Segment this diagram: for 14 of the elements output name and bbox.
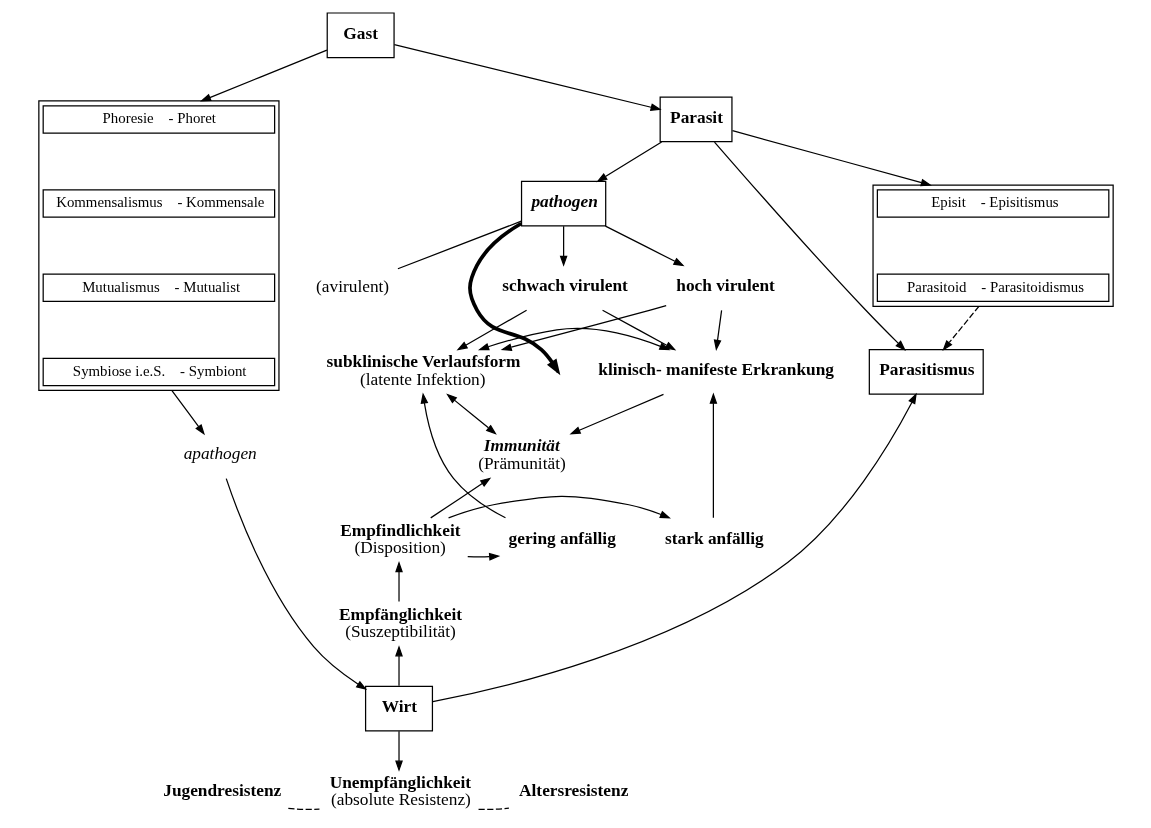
node-text: (avirulent) (315, 277, 389, 297)
node-text: gering anfällig (508, 528, 616, 548)
node-text: Empfindlichkeit (Disposition) (339, 520, 460, 557)
node-text: Altersresistenz (518, 781, 628, 801)
node-text: schwach virulent (501, 276, 628, 296)
node-text: hoch virulent (675, 276, 775, 296)
node-text: Jugendresistenz (162, 781, 281, 801)
node-text: Unempfänglichkeit (absolute Resistenz) (329, 773, 471, 810)
node-text: Immunität (Prämunität) (477, 436, 566, 473)
node-text: Empfänglichkeit (Suszeptibilität) (338, 604, 462, 642)
node-text: klinisch- manifeste Erkrankung (597, 360, 834, 380)
node-text: apathogen (183, 444, 257, 464)
node-text: stark anfällig (664, 528, 764, 548)
node-text: subklinische Verlaufsform (latente Infektion) (326, 352, 520, 389)
